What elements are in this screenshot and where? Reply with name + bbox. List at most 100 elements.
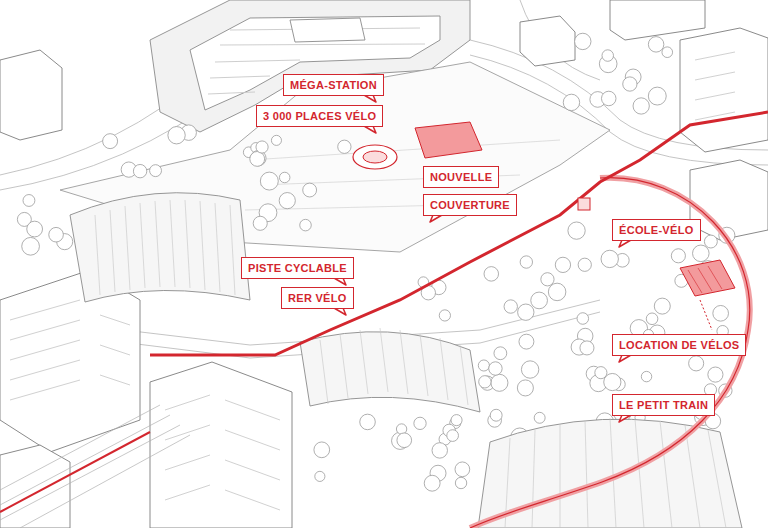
bike-station-ring — [353, 145, 397, 169]
tree — [314, 442, 330, 458]
tree — [713, 305, 729, 321]
tree — [490, 409, 502, 421]
label-text: ÉCOLE-VÉLO — [619, 223, 694, 237]
label-text: COUVERTURE — [430, 198, 510, 212]
tree — [432, 443, 447, 458]
callout-pointer — [619, 240, 631, 247]
tree — [517, 380, 533, 396]
callout-pointer — [334, 308, 346, 315]
tree — [22, 237, 40, 255]
label-text: RER VÉLO — [288, 291, 347, 305]
tree — [662, 47, 673, 58]
tree — [518, 304, 534, 320]
tree — [455, 477, 466, 488]
tree — [494, 347, 507, 360]
tree — [455, 462, 470, 477]
callout-label: COUVERTURE — [423, 194, 517, 216]
tree — [23, 195, 35, 207]
tree — [555, 257, 570, 272]
rail-tracks — [0, 405, 190, 528]
tree — [271, 135, 281, 145]
tree — [439, 310, 450, 321]
tree — [521, 361, 538, 378]
tree — [641, 371, 651, 381]
tree — [338, 140, 351, 153]
tree — [504, 300, 517, 313]
tree — [654, 298, 670, 314]
bike-school-hatch — [688, 266, 722, 293]
callout-label: ÉCOLE-VÉLO — [612, 219, 701, 241]
tree — [397, 433, 412, 448]
callout-label: PISTE CYCLABLE — [241, 257, 354, 279]
tree — [300, 219, 312, 231]
tree — [519, 334, 534, 349]
tree — [253, 216, 267, 230]
rental-kiosk — [578, 198, 590, 210]
tree — [133, 164, 146, 177]
tree — [578, 258, 591, 271]
bike-path — [0, 432, 150, 512]
tree — [279, 172, 289, 182]
tree — [568, 222, 585, 239]
tree — [256, 141, 268, 153]
callout-label: LOCATION DE VÉLOS — [612, 334, 746, 356]
tree — [479, 376, 491, 388]
rail-tracks — [95, 200, 235, 295]
tree — [548, 283, 565, 300]
tree — [601, 91, 616, 106]
petit-train-route — [470, 178, 750, 528]
building — [680, 28, 768, 152]
callout-label: RER VÉLO — [281, 287, 354, 309]
tree — [646, 313, 658, 325]
tree — [49, 227, 64, 242]
label-text: NOUVELLE — [430, 170, 492, 184]
tree — [601, 250, 618, 267]
building — [0, 270, 140, 452]
callout-label: LE PETIT TRAIN — [612, 394, 715, 416]
tree — [633, 98, 649, 114]
bike-station-core — [363, 151, 387, 163]
tree — [693, 245, 710, 262]
tree — [580, 341, 594, 355]
tree — [27, 221, 43, 237]
callout-pointer — [364, 95, 376, 102]
tree — [531, 292, 548, 309]
tree — [250, 152, 265, 167]
petit-train-line — [470, 178, 750, 528]
callout-pointer — [619, 355, 631, 362]
building — [0, 50, 62, 140]
tree — [534, 412, 545, 423]
tree — [541, 273, 554, 286]
tree — [484, 267, 499, 282]
tree — [704, 235, 717, 248]
tree — [491, 374, 508, 391]
road — [520, 0, 600, 80]
label-text: MÉGA-STATION — [290, 78, 377, 92]
callout-label: NOUVELLE — [423, 166, 499, 188]
tree — [671, 249, 685, 263]
rail-tracks — [505, 418, 726, 528]
tree — [478, 360, 489, 371]
rail-tracks — [320, 328, 468, 405]
label-text: 3 000 PLACES VÉLO — [263, 109, 376, 123]
tree — [150, 165, 162, 177]
callout-label: 3 000 PLACES VÉLO — [256, 105, 383, 127]
tree — [648, 37, 663, 52]
callout-pointer — [430, 215, 442, 222]
tree — [602, 50, 614, 62]
dotted-path — [700, 300, 712, 330]
tree — [103, 134, 118, 149]
tree — [279, 193, 295, 209]
label-text: LOCATION DE VÉLOS — [619, 338, 739, 352]
tree — [577, 313, 589, 325]
tree — [168, 127, 185, 144]
tree — [260, 172, 278, 190]
tree — [520, 256, 532, 268]
tree — [575, 33, 591, 49]
tree — [623, 77, 637, 91]
tree — [563, 94, 579, 110]
